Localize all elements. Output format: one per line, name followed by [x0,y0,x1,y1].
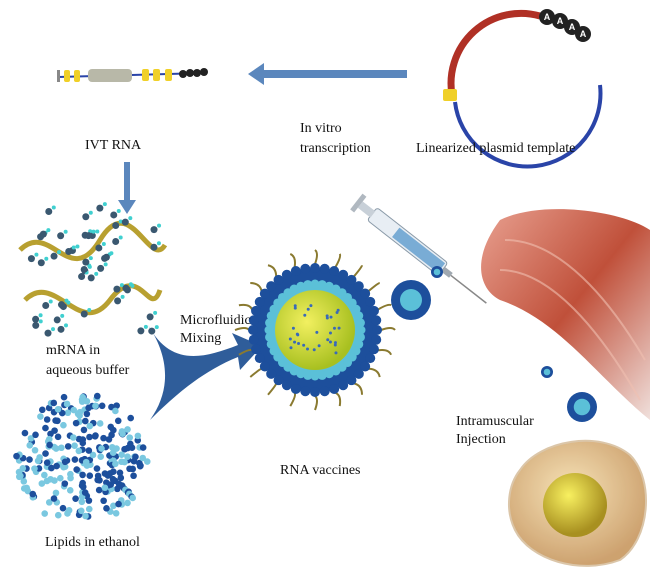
transcription-arrow [248,63,407,85]
injection-label-line1: Intramuscular [456,414,534,429]
syringe-icon [350,193,487,304]
rna-vaccines-label: RNA vaccines [280,463,361,478]
in-vitro-label-line2: transcription [300,141,371,156]
poly-a-tail: A A A A [539,9,591,42]
muscle-tissue [481,209,650,420]
plasmid-icon: A A A A [443,9,603,169]
svg-text:A: A [580,29,587,39]
mixing-label-line1: Microfluidic [180,313,251,328]
mrna-molecule [18,202,168,337]
mixing-label-line2: Mixing [180,331,222,346]
ivt-rna-label: IVT RNA [85,138,142,153]
svg-text:A: A [557,16,564,26]
lipid-nanoparticle [234,249,396,411]
plasmid-label: Linearized plasmid template [416,141,576,156]
mrna-label-line2: aqueous buffer [46,363,130,378]
svg-text:A: A [544,12,551,22]
injection-label-line2: Injection [456,432,506,447]
in-vitro-label-line1: In vitro [300,121,342,136]
cell-icon [508,439,647,567]
svg-text:A: A [569,22,576,32]
mrna-label-line1: mRNA in [46,343,101,358]
ivt-rna-strand [57,68,208,82]
down-arrow [118,162,136,214]
lipid-sphere [13,392,151,520]
mixing-arrow [148,325,262,420]
lipids-label: Lipids in ethanol [45,535,140,550]
